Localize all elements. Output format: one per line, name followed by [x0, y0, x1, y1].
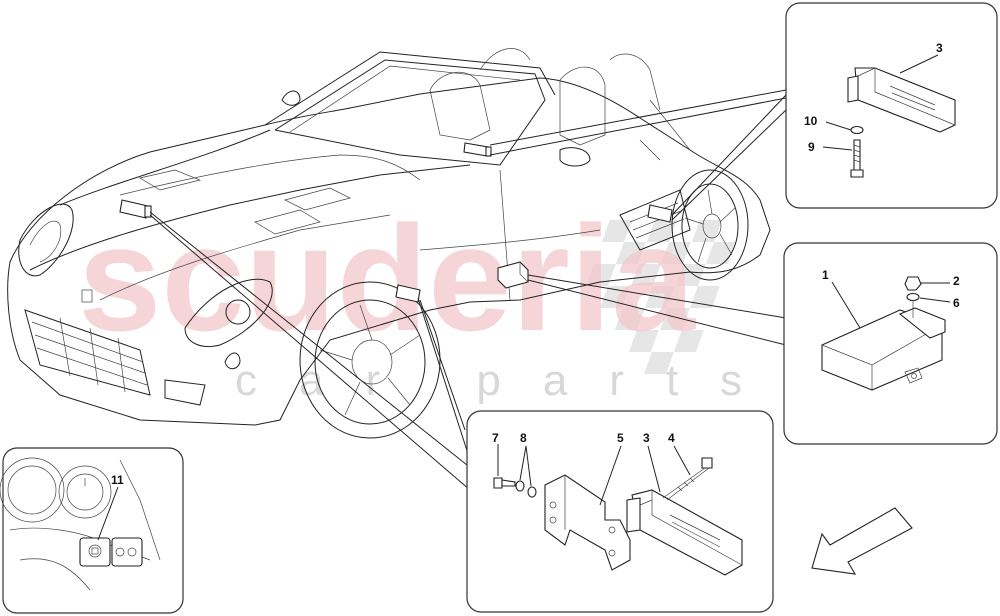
control-unit-on-car [497, 261, 529, 289]
callout-1: 1 [822, 268, 829, 282]
detail-box-bottom-left: 11 [0, 447, 184, 614]
car-outline [7, 48, 771, 439]
callout-9: 9 [808, 140, 815, 154]
callout-5: 5 [617, 431, 624, 445]
watermark-main: scuderia [78, 194, 697, 362]
sensor-front-hood [119, 199, 152, 219]
callout-8: 8 [520, 431, 527, 445]
callout-10: 10 [804, 114, 818, 128]
detail-box-top-right: 3 10 9 [785, 2, 998, 209]
bracket-sensor-wheel [395, 284, 421, 303]
callout-2: 2 [953, 274, 960, 288]
detail-box-mid-right: 1 2 6 [783, 242, 998, 445]
direction-arrow-icon [811, 507, 913, 575]
checker-flag-watermark [585, 220, 736, 374]
callout-3-bottom: 3 [643, 431, 650, 445]
leader-lines [149, 89, 787, 491]
watermark-sub: car parts [235, 356, 784, 405]
sensor-interior [463, 142, 492, 157]
callout-3-top: 3 [936, 41, 943, 55]
callout-7: 7 [492, 431, 499, 445]
sensor-rear-side [647, 204, 673, 223]
detail-box-bottom-center: 7 8 5 3 4 [466, 410, 774, 613]
callout-4: 4 [668, 431, 675, 445]
callout-6: 6 [953, 296, 960, 310]
callout-11: 11 [111, 473, 124, 487]
